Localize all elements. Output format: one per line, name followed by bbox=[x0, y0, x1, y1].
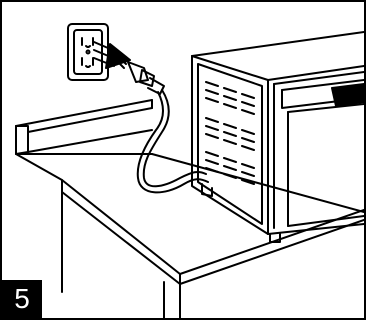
power-plug-icon bbox=[119, 59, 165, 95]
countertop-icon bbox=[15, 99, 364, 318]
wall-outlet-icon bbox=[67, 23, 109, 81]
unplug-arrow-icon bbox=[93, 41, 131, 69]
unplug-scene-drawing bbox=[15, 23, 364, 318]
step-number-badge: 5 bbox=[2, 280, 42, 318]
toaster-oven-icon bbox=[191, 31, 364, 243]
